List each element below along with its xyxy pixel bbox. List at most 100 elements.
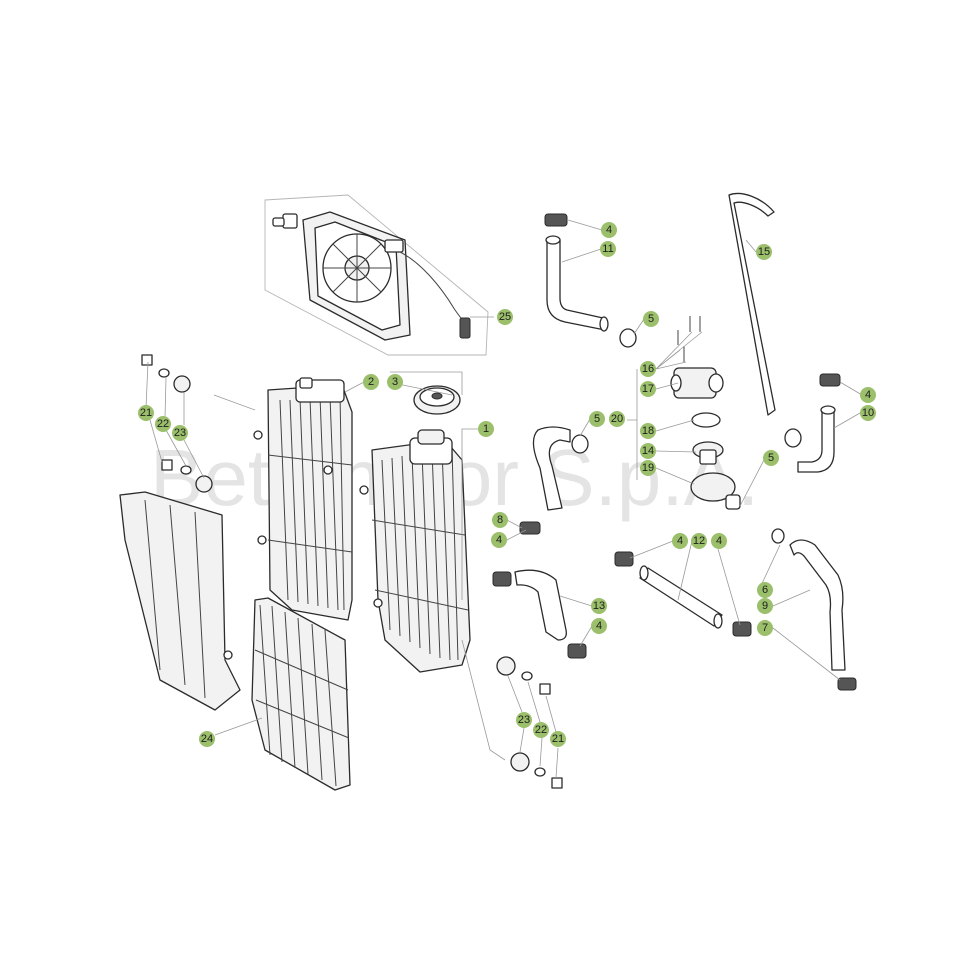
callout-7: 7 — [757, 620, 773, 636]
svg-text:2: 2 — [368, 376, 374, 388]
callout-4: 4 — [711, 533, 727, 549]
callout-21: 21 — [550, 731, 566, 747]
svg-text:9: 9 — [762, 600, 768, 612]
callout-18: 18 — [640, 423, 656, 439]
overflow-hose-15 — [728, 192, 776, 416]
svg-text:4: 4 — [596, 620, 602, 632]
callout-5: 5 — [763, 450, 779, 466]
o-ring — [691, 412, 721, 428]
upper-fastener-set — [141, 354, 213, 493]
svg-text:16: 16 — [642, 363, 654, 375]
callout-4: 4 — [491, 532, 507, 548]
clamp-rings — [492, 328, 857, 691]
callout-14: 14 — [640, 443, 656, 459]
svg-text:6: 6 — [762, 584, 768, 596]
thermostat-cover — [690, 472, 741, 510]
svg-text:10: 10 — [862, 407, 874, 419]
svg-text:12: 12 — [693, 535, 705, 547]
svg-text:14: 14 — [642, 445, 654, 457]
callout-5: 5 — [643, 311, 659, 327]
callout-4: 4 — [601, 222, 617, 238]
fan-cable — [399, 251, 471, 339]
callout-5: 5 — [589, 411, 605, 427]
svg-text:11: 11 — [602, 243, 613, 255]
callout-12: 12 — [691, 533, 707, 549]
svg-text:5: 5 — [648, 313, 654, 325]
svg-text:4: 4 — [865, 389, 871, 401]
radiator-louver — [251, 597, 351, 791]
thermostat-housing — [670, 367, 724, 399]
svg-text:25: 25 — [499, 311, 511, 323]
svg-text:18: 18 — [642, 425, 654, 437]
callout-17: 17 — [640, 381, 656, 397]
svg-text:20: 20 — [611, 413, 623, 425]
callout-25: 25 — [497, 309, 513, 325]
svg-text:23: 23 — [518, 714, 530, 726]
hose-13 — [514, 569, 567, 641]
hose-12 — [639, 565, 723, 629]
callout-23: 23 — [516, 712, 532, 728]
hose-9 — [789, 539, 846, 671]
right-radiator — [359, 429, 471, 673]
leader-lines — [145, 219, 863, 779]
radiator-guard — [119, 491, 241, 711]
callout-15: 15 — [756, 244, 772, 260]
svg-text:22: 22 — [157, 418, 169, 430]
svg-text:15: 15 — [758, 246, 770, 258]
fan-assembly — [264, 194, 489, 356]
callout-4: 4 — [860, 387, 876, 403]
svg-text:19: 19 — [642, 462, 654, 474]
callout-8: 8 — [492, 512, 508, 528]
fan-switch — [272, 213, 298, 229]
svg-text:21: 21 — [140, 407, 152, 419]
svg-text:13: 13 — [593, 600, 605, 612]
callout-13: 13 — [591, 598, 607, 614]
svg-text:8: 8 — [497, 514, 503, 526]
callout-11: 11 — [600, 241, 616, 257]
clamp-upper-hose-11 — [544, 213, 568, 227]
hose-10 — [797, 405, 836, 473]
left-radiator — [253, 377, 353, 621]
clamp-hose-10 — [819, 373, 841, 387]
svg-text:4: 4 — [496, 534, 502, 546]
callout-2: 2 — [363, 374, 379, 390]
callout-19: 19 — [640, 460, 656, 476]
svg-text:4: 4 — [677, 535, 683, 547]
callout-20: 20 — [609, 411, 625, 427]
cooling-fan — [302, 211, 411, 341]
svg-text:4: 4 — [606, 224, 612, 236]
thermostat — [692, 441, 724, 465]
callout-9: 9 — [757, 598, 773, 614]
right-radiator-fins — [381, 448, 459, 661]
lower-fastener-set — [496, 656, 563, 789]
callouts: 1 2 3 4 4 4 4 4 4 5 5 5 6 7 8 9 10 11 12… — [138, 222, 876, 747]
svg-text:22: 22 — [535, 724, 547, 736]
radiator-cap — [413, 385, 461, 415]
callout-1: 1 — [478, 421, 494, 437]
callout-10: 10 — [860, 405, 876, 421]
svg-text:23: 23 — [174, 427, 186, 439]
callout-22: 22 — [533, 722, 549, 738]
callout-16: 16 — [640, 361, 656, 377]
svg-text:5: 5 — [768, 452, 774, 464]
callout-4: 4 — [672, 533, 688, 549]
svg-text:7: 7 — [762, 622, 768, 634]
callout-22: 22 — [155, 416, 171, 432]
callout-4: 4 — [591, 618, 607, 634]
callout-21: 21 — [138, 405, 154, 421]
left-radiator-fins — [279, 393, 345, 611]
thermostat-screws — [677, 316, 701, 362]
svg-text:1: 1 — [483, 423, 489, 435]
callout-3: 3 — [387, 374, 403, 390]
upper-hose-11 — [545, 235, 609, 332]
svg-text:24: 24 — [201, 733, 213, 745]
svg-text:3: 3 — [392, 376, 398, 388]
hose-8 — [532, 426, 571, 511]
callout-24: 24 — [199, 731, 215, 747]
svg-text:5: 5 — [594, 413, 600, 425]
svg-text:21: 21 — [552, 733, 564, 745]
callout-6: 6 — [757, 582, 773, 598]
svg-text:4: 4 — [716, 535, 722, 547]
callout-23: 23 — [172, 425, 188, 441]
